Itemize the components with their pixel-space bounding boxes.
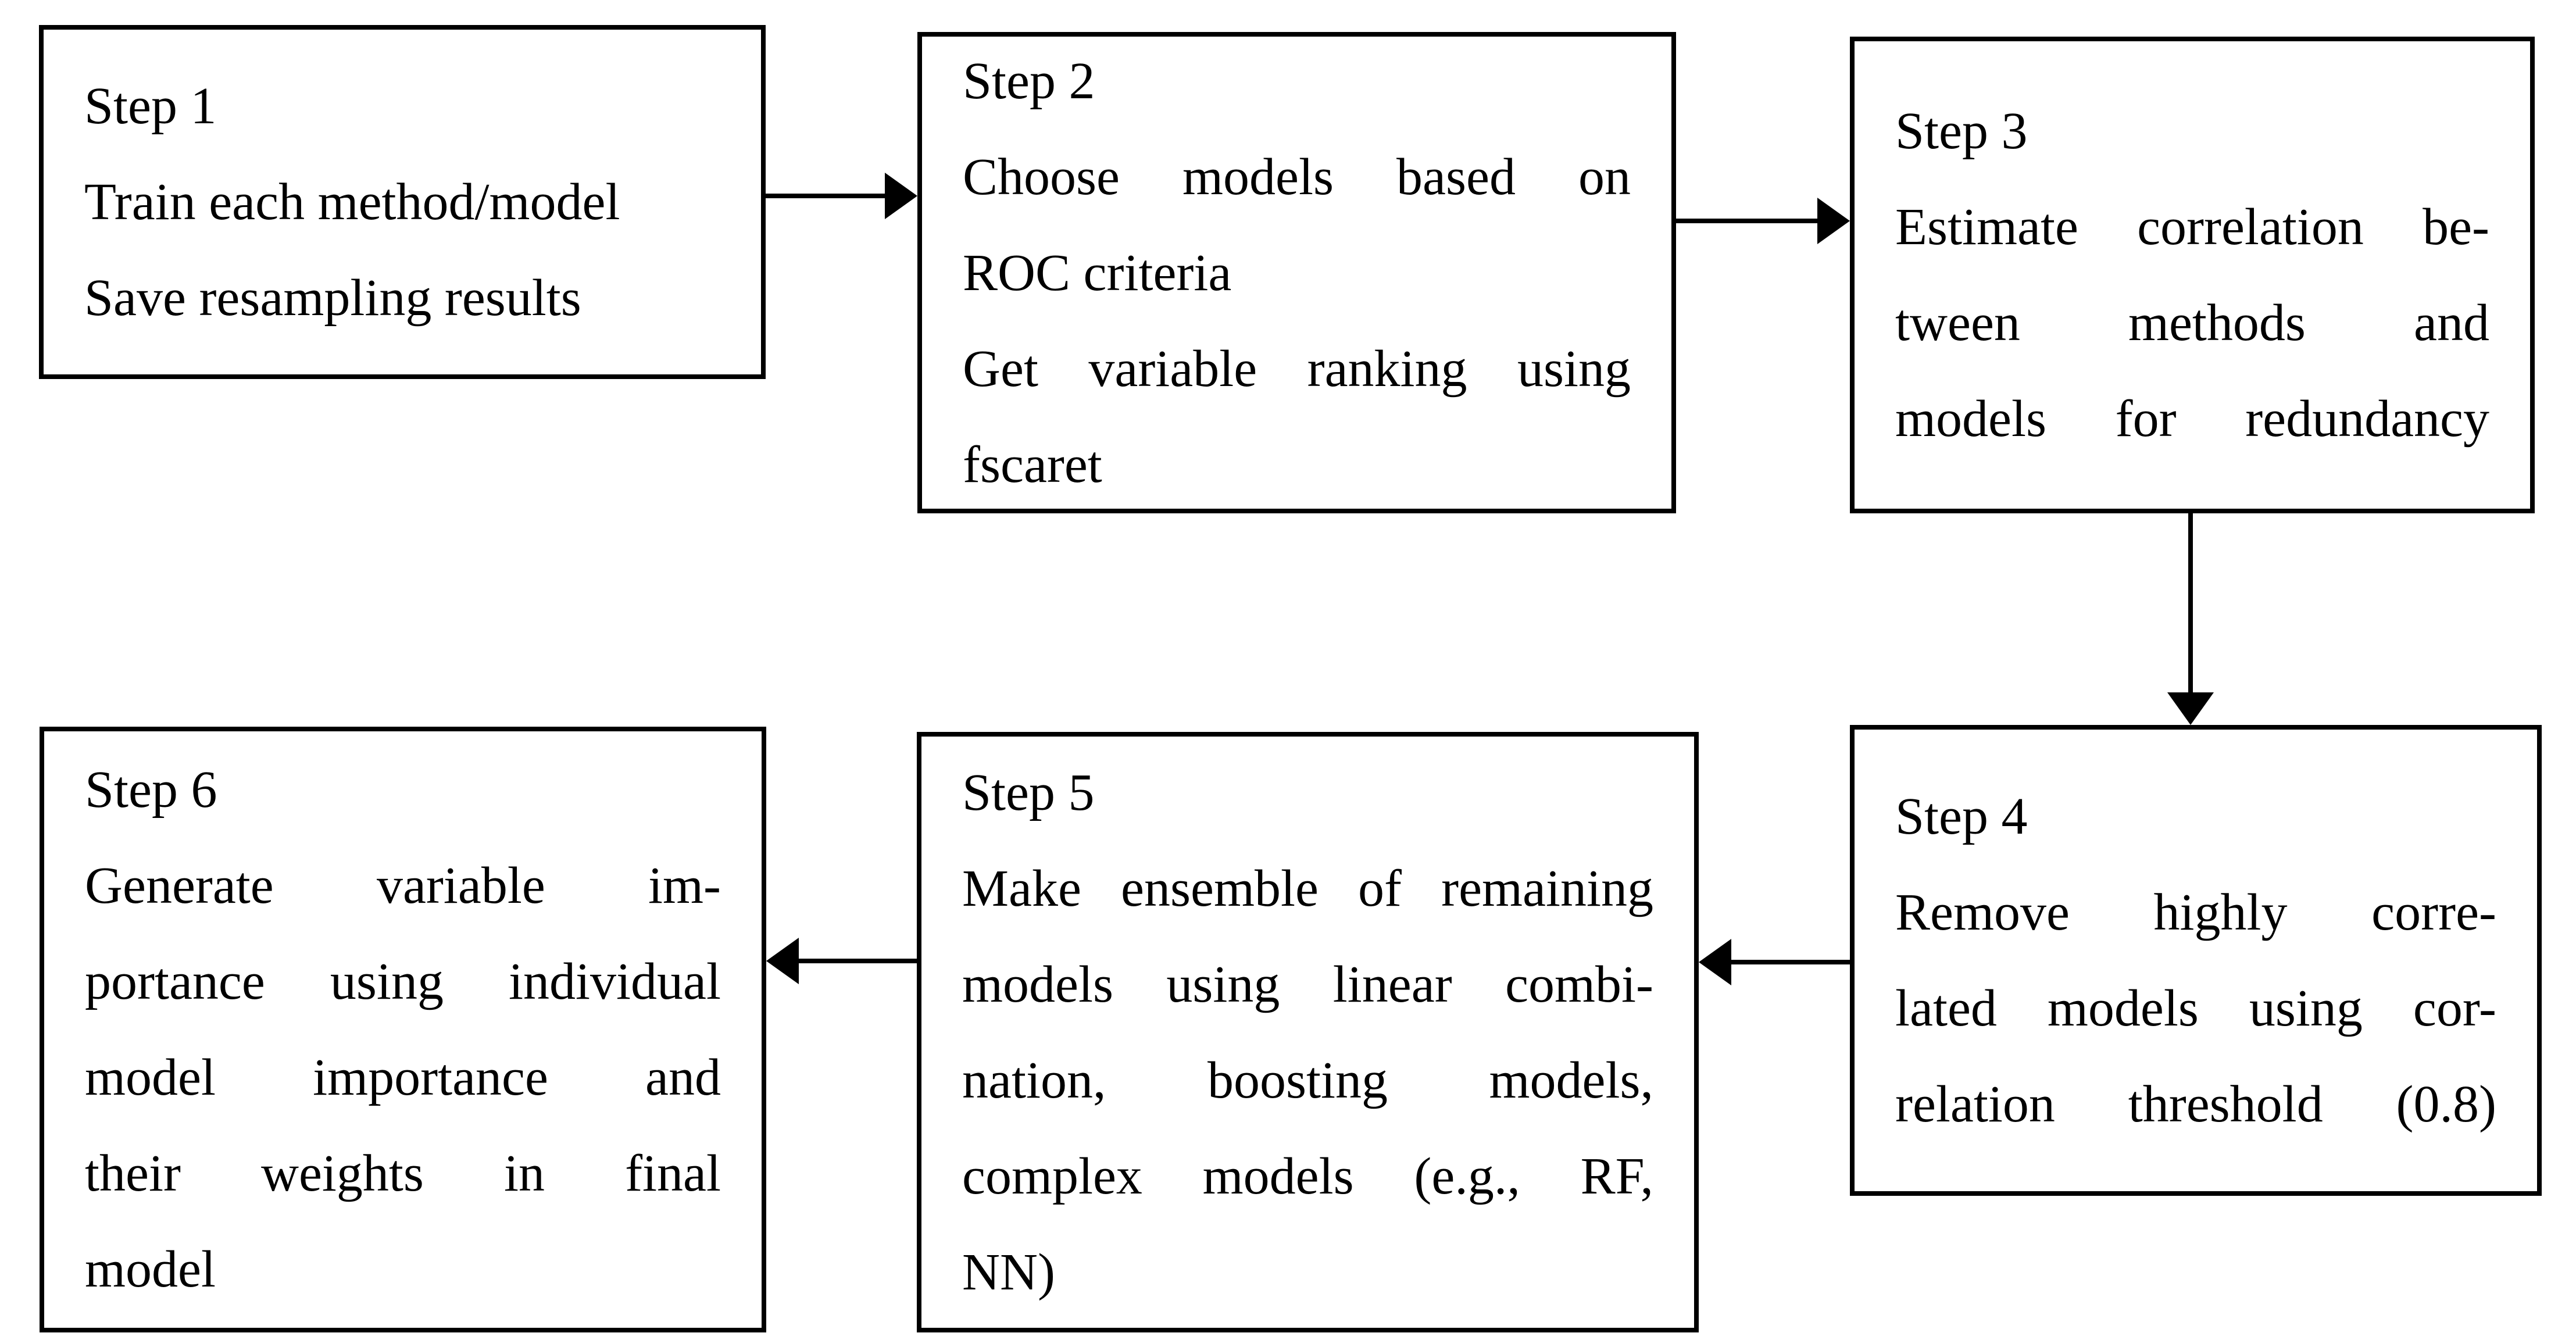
step-body-line: lated models using cor- [1895, 980, 2496, 1037]
step-body-line: Generate variable im- [85, 857, 721, 914]
arrowhead-left-icon [1699, 939, 1731, 985]
step-3-text: Step 3 Estimate correlation be-tween met… [1895, 83, 2489, 467]
arrowhead-down-icon [2167, 692, 2214, 725]
arrow-shaft [766, 194, 886, 198]
step-body-line: models using linear combi- [962, 955, 1653, 1013]
arrow-shaft [1676, 219, 1818, 223]
step-body-line: model importance and [85, 1049, 721, 1106]
step-body-line: nation, boosting models, [962, 1051, 1653, 1109]
step-6-box: Step 6 Generate variable im-portance usi… [40, 727, 766, 1332]
step-6-body: Generate variable im-portance using indi… [85, 838, 721, 1317]
step-body-line: portance using individual [85, 953, 721, 1010]
step-body-line: tween methods and [1895, 294, 2489, 352]
arrowhead-right-icon [1817, 198, 1850, 244]
step-3-title: Step 3 [1895, 102, 2028, 160]
step-body-line: Remove highly corre- [1895, 884, 2496, 941]
step-6-title: Step 6 [85, 761, 217, 819]
step-1-title: Step 1 [84, 77, 217, 135]
step-body-line: Estimate correlation be- [1895, 198, 2489, 256]
step-5-box: Step 5 Make ensemble of remaining models … [917, 732, 1699, 1332]
step-body-line: Save resampling results [84, 269, 581, 327]
step-2-title: Step 2 [963, 52, 1095, 110]
step-body-line: ROC criteria [963, 244, 1232, 302]
step-body-line: Make ensemble of remaining [962, 859, 1653, 917]
step-body-line: model [85, 1241, 216, 1298]
step-body-line: fscaret [963, 435, 1102, 494]
step-6-text: Step 6 Generate variable im-portance usi… [85, 742, 721, 1317]
arrow-shaft [798, 959, 917, 963]
arrow-shaft [1730, 960, 1850, 964]
step-body-line: complex models (e.g., RF, [962, 1147, 1653, 1205]
arrow-shaft [2188, 513, 2193, 694]
step-body-line: relation threshold (0.8) [1895, 1075, 2496, 1133]
step-2-text: Step 2 Choose models based on ROC criteri… [963, 33, 1631, 513]
step-body-line: their weights in final [85, 1145, 721, 1202]
step-body-line: models for redundancy [1895, 390, 2489, 448]
arrowhead-right-icon [885, 173, 917, 219]
step-4-title: Step 4 [1895, 788, 2028, 845]
step-4-text: Step 4 Remove highly corre-lated models … [1895, 769, 2496, 1152]
step-5-title: Step 5 [962, 763, 1095, 821]
step-2-box: Step 2 Choose models based on ROC criteri… [917, 32, 1676, 513]
step-body-line: NN) [962, 1243, 1055, 1301]
step-3-body: Estimate correlation be-tween methods an… [1895, 179, 2489, 467]
arrowhead-left-icon [766, 938, 799, 984]
step-5-body: Make ensemble of remaining models using l… [962, 841, 1653, 1320]
step-body-line: Choose models based on [963, 148, 1631, 206]
step-3-box: Step 3 Estimate correlation be-tween met… [1850, 37, 2535, 513]
step-5-text: Step 5 Make ensemble of remaining models … [962, 745, 1653, 1320]
step-4-box: Step 4 Remove highly corre-lated models … [1850, 725, 2542, 1196]
step-body-line: Train each method/model [84, 173, 620, 231]
step-4-body: Remove highly corre-lated models using c… [1895, 864, 2496, 1152]
step-body-line: Get variable ranking using [963, 340, 1631, 398]
